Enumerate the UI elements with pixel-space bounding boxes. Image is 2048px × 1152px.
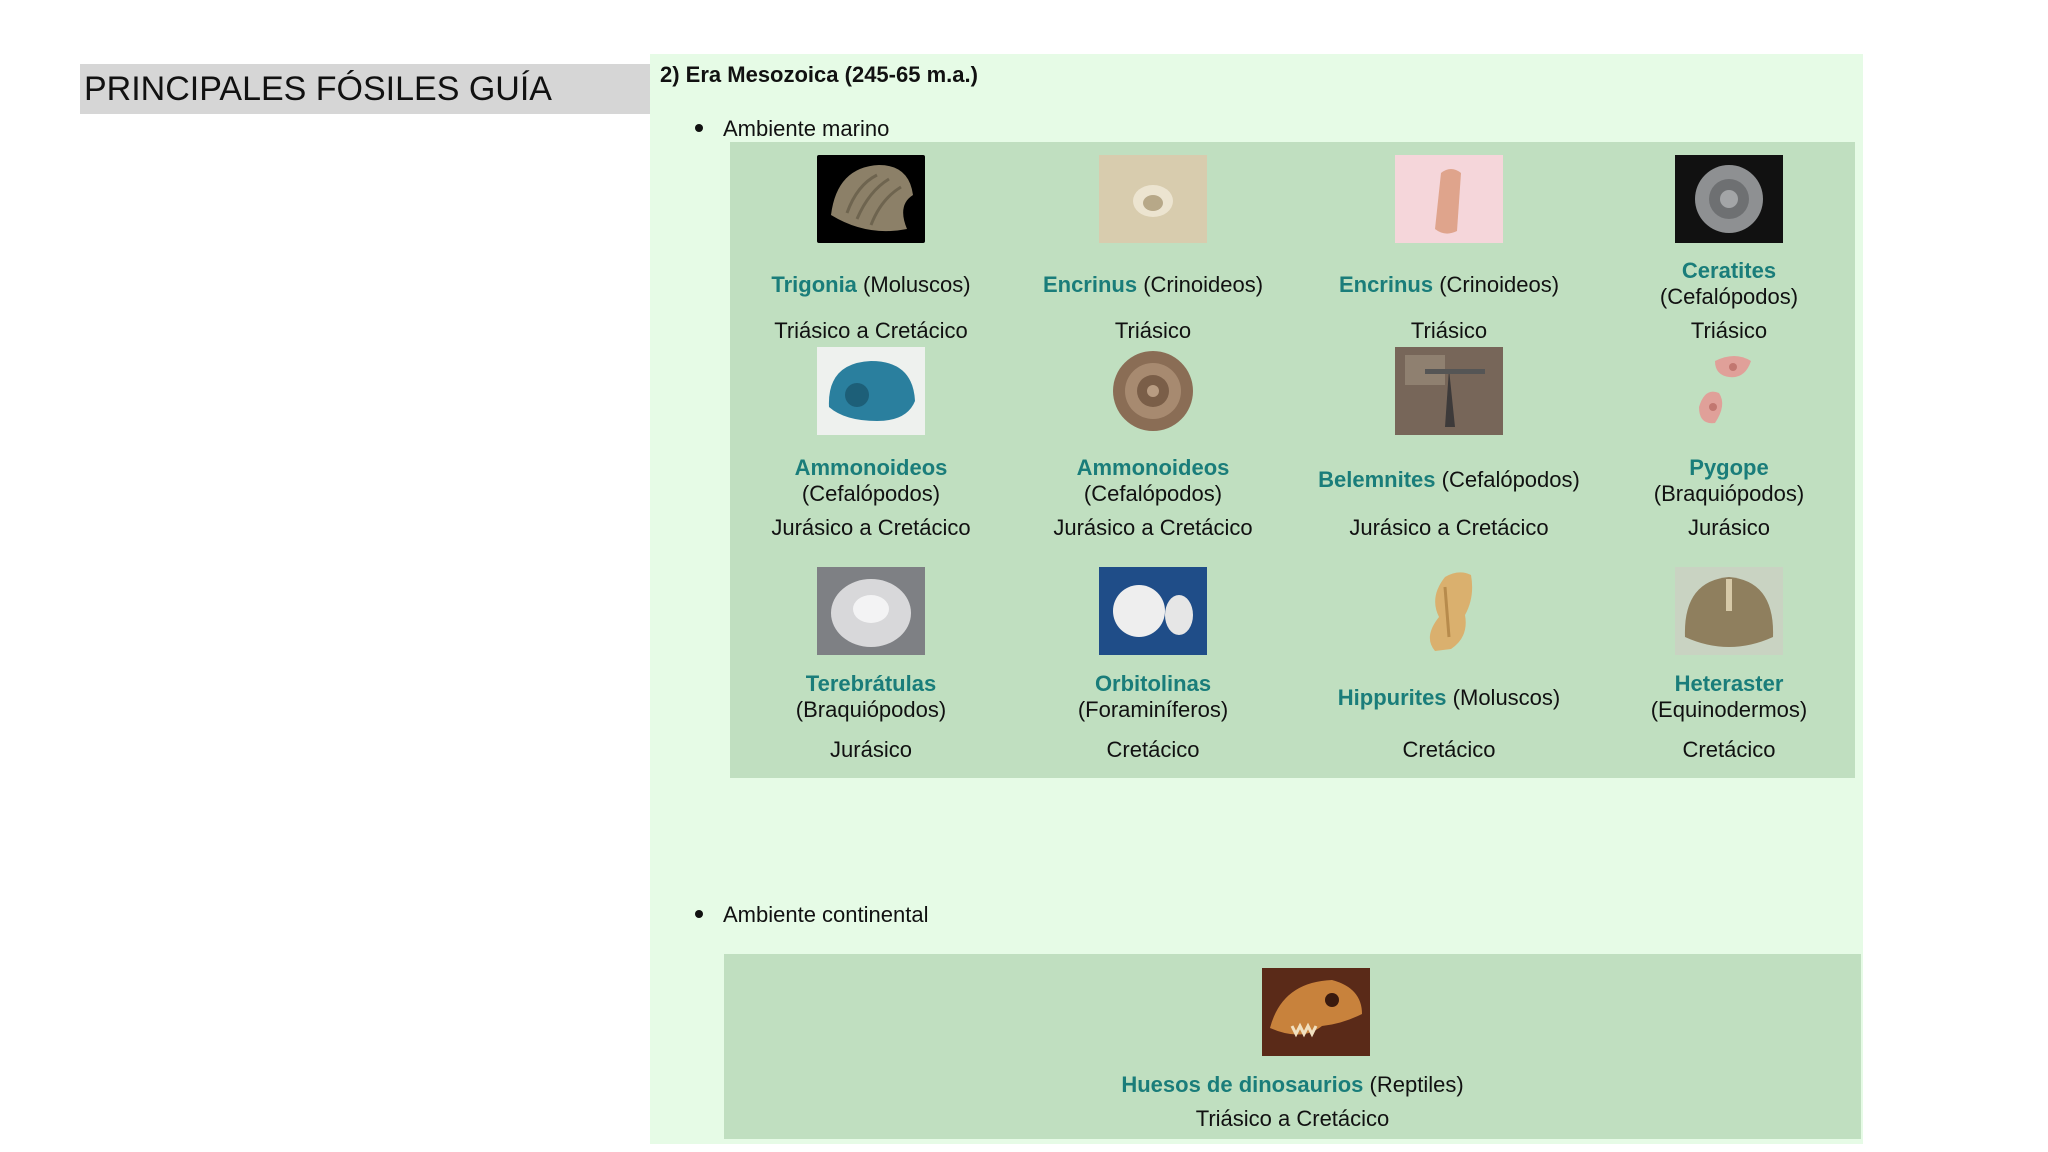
group-label: (Braquiópodos)	[795, 697, 947, 722]
age-label: Triásico a Cretácico	[1195, 1106, 1390, 1131]
fossil-name: Heteraster(Equinodermos)	[1588, 671, 1870, 723]
trigonia-photo[interactable]	[817, 155, 925, 243]
fossil-name: Hippurites (Moluscos)	[1308, 685, 1590, 711]
genus-link[interactable]: Huesos de dinosaurios	[1121, 1072, 1364, 1097]
group-label: (Cefalópodos)	[1083, 481, 1223, 506]
fossil-cell-heteraster: Heteraster(Equinodermos) Cretácico	[1588, 567, 1870, 772]
fossil-cell-ammonoideos-2: Ammonoideos(Cefalópodos) Jurásico a Cret…	[1012, 347, 1294, 562]
era-heading: 2) Era Mesozoica (245-65 m.a.)	[660, 62, 978, 87]
age-label: Cretácico	[1106, 737, 1200, 762]
bullet-dot	[695, 910, 703, 919]
group-label: (Cefalópodos)	[1441, 467, 1580, 492]
genus-link[interactable]: Ammonoideos	[1076, 455, 1230, 480]
fossil-cell-encrinus-2: Encrinus (Crinoideos) Triásico	[1308, 142, 1590, 347]
pygope-photo[interactable]	[1675, 347, 1783, 435]
group-label: (Cefalópodos)	[1659, 284, 1799, 309]
fossil-name: Trigonia (Moluscos)	[730, 272, 1012, 298]
encrinus-stem-photo[interactable]	[1395, 155, 1503, 243]
fossil-name: Belemnites (Cefalópodos)	[1308, 467, 1590, 493]
age-label: Cretácico	[1402, 737, 1496, 762]
fossil-name: Ammonoideos(Cefalópodos)	[1012, 455, 1294, 507]
fossil-cell-encrinus: Encrinus (Crinoideos) Triásico	[1012, 142, 1294, 347]
fossil-cell-hippurites: Hippurites (Moluscos) Cretácico	[1308, 567, 1590, 772]
age-label: Jurásico a Cretácico	[1053, 515, 1253, 540]
encrinus-photo[interactable]	[1099, 155, 1207, 243]
fossil-cell-ceratites: Ceratites(Cefalópodos) Triásico	[1588, 142, 1870, 347]
marine-label: Ambiente marino	[723, 116, 890, 141]
group-label: (Moluscos)	[1452, 685, 1561, 710]
age-label: Cretácico	[1682, 737, 1776, 762]
age-label: Jurásico	[1688, 515, 1770, 540]
fossil-cell-terebratulas: Terebrátulas(Braquiópodos) Jurásico	[730, 567, 1012, 772]
genus-link[interactable]: Hippurites	[1337, 685, 1447, 710]
genus-link[interactable]: Ammonoideos	[794, 455, 948, 480]
genus-link[interactable]: Heteraster	[1674, 671, 1784, 696]
ammonoid-brown-photo[interactable]	[1099, 347, 1207, 435]
age-label: Triásico	[1114, 318, 1192, 343]
fossil-name: Terebrátulas(Braquiópodos)	[730, 671, 1012, 723]
mesozoic-panel: 2) Era Mesozoica (245-65 m.a.) Ambiente …	[650, 54, 1863, 1144]
orbitolina-photo[interactable]	[1099, 567, 1207, 655]
fossil-name: Pygope(Braquiópodos)	[1588, 455, 1870, 507]
fossil-name: Ceratites(Cefalópodos)	[1588, 258, 1870, 310]
fossil-name: Ammonoideos(Cefalópodos)	[730, 455, 1012, 507]
fossil-cell-belemnites: Belemnites (Cefalópodos) Jurásico a Cret…	[1308, 347, 1590, 562]
fossil-cell-trigonia: Trigonia (Moluscos) Triásico a Cretácico	[730, 142, 1012, 347]
dinosaur-skull-photo[interactable]	[1262, 968, 1370, 1056]
page-title: PRINCIPALES FÓSILES GUÍA	[80, 64, 650, 114]
fossil-name: Orbitolinas(Foraminíferos)	[1012, 671, 1294, 723]
heteraster-photo[interactable]	[1675, 567, 1783, 655]
marine-bullet: Ambiente marino	[695, 114, 889, 144]
ceratites-photo[interactable]	[1675, 155, 1783, 243]
group-label: (Crinoideos)	[1143, 272, 1264, 297]
hippurites-photo[interactable]	[1395, 567, 1503, 655]
continental-fossil-box: Huesos de dinosaurios (Reptiles) Triásic…	[724, 954, 1861, 1139]
fossil-name: Encrinus (Crinoideos)	[1012, 272, 1294, 298]
ammonoid-blue-photo[interactable]	[817, 347, 925, 435]
genus-link[interactable]: Pygope	[1689, 455, 1769, 480]
group-label: (Reptiles)	[1369, 1072, 1464, 1097]
fossil-cell-ammonoideos: Ammonoideos(Cefalópodos) Jurásico a Cret…	[730, 347, 1012, 562]
continental-label: Ambiente continental	[723, 902, 929, 927]
group-label: (Braquiópodos)	[1653, 481, 1805, 506]
age-label: Jurásico	[830, 737, 912, 762]
genus-link[interactable]: Trigonia	[771, 272, 857, 297]
age-label: Jurásico a Cretácico	[771, 515, 971, 540]
continental-bullet: Ambiente continental	[695, 900, 928, 930]
age-label: Triásico	[1690, 318, 1768, 343]
age-label: Jurásico a Cretácico	[1349, 515, 1549, 540]
genus-link[interactable]: Terebrátulas	[805, 671, 937, 696]
genus-link[interactable]: Encrinus	[1338, 272, 1434, 297]
age-label: Triásico	[1410, 318, 1488, 343]
genus-link[interactable]: Belemnites	[1318, 467, 1436, 492]
marine-fossil-grid: Trigonia (Moluscos) Triásico a Cretácico…	[730, 142, 1855, 778]
belemnites-photo[interactable]	[1395, 347, 1503, 435]
group-label: (Cefalópodos)	[801, 481, 941, 506]
fossil-name: Encrinus (Crinoideos)	[1308, 272, 1590, 298]
age-label: Triásico a Cretácico	[774, 318, 968, 343]
fossil-cell-orbitolinas: Orbitolinas(Foraminíferos) Cretácico	[1012, 567, 1294, 772]
genus-link[interactable]: Orbitolinas	[1094, 671, 1212, 696]
group-label: (Foraminíferos)	[1077, 697, 1229, 722]
group-label: (Moluscos)	[863, 272, 971, 297]
genus-link[interactable]: Ceratites	[1681, 258, 1777, 283]
fossil-cell-pygope: Pygope(Braquiópodos) Jurásico	[1588, 347, 1870, 562]
group-label: (Equinodermos)	[1650, 697, 1808, 722]
group-label: (Crinoideos)	[1439, 272, 1560, 297]
genus-link[interactable]: Encrinus	[1042, 272, 1138, 297]
fossil-name: Huesos de dinosaurios (Reptiles)	[724, 1070, 1861, 1100]
bullet-dot	[695, 124, 703, 133]
terebratula-photo[interactable]	[817, 567, 925, 655]
